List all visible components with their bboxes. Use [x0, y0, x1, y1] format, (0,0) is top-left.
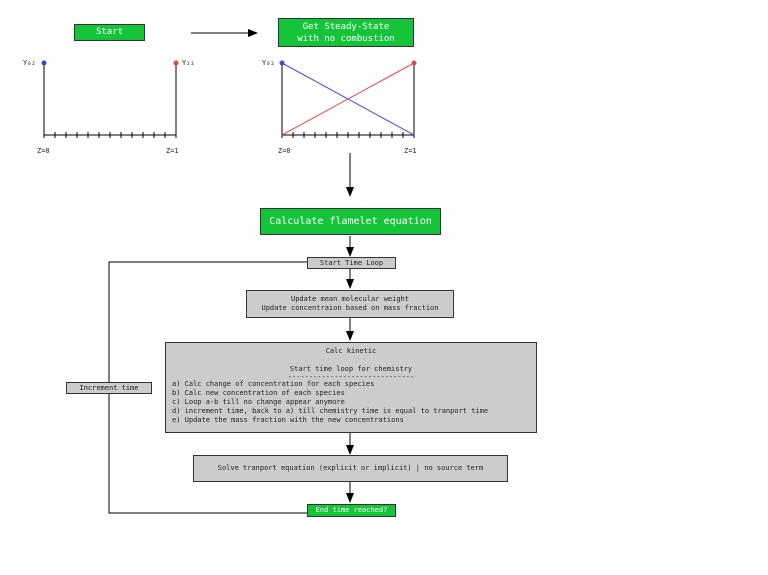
increment-time-box: Increment time — [66, 382, 152, 394]
left-plot-oxidizer-point — [41, 60, 47, 66]
calc-kinetic-item: e) Update the mass fraction with the new… — [172, 416, 404, 424]
start-box: Start — [74, 24, 145, 41]
update-weight-box: Update mean molecular weight Update conc… — [246, 290, 454, 318]
left-plot-z0-label: Z=0 — [37, 147, 50, 155]
left-plot — [41, 60, 179, 138]
left-plot-fuel-point — [173, 60, 179, 66]
right-plot-ticks — [281, 132, 415, 138]
end-time-label: End time reached? — [315, 506, 388, 514]
right-plot-oxidizer-point — [279, 60, 285, 66]
steady-state-line2: with no combustion — [297, 34, 395, 44]
right-plot — [279, 60, 417, 138]
left-plot-y-left-label: Y₀₂ — [23, 59, 36, 67]
left-plot-ticks — [43, 132, 177, 138]
calc-kinetic-divider: ------------------------------ — [287, 373, 415, 381]
calc-kinetic-item: b) Calc new concentration of each specie… — [172, 389, 345, 397]
calc-flamelet-box: Calculate flamelet equation — [260, 208, 441, 235]
calc-flamelet-label: Calculate flamelet equation — [269, 216, 432, 227]
calc-kinetic-item: d) increment time, back to a) till chemi… — [172, 407, 489, 415]
end-time-box: End time reached? — [307, 504, 396, 517]
calc-kinetic-item: c) Loop a-b till no change appear anymor… — [172, 398, 345, 406]
increment-time-label: Increment time — [79, 384, 139, 392]
solve-transport-box: Solve tranport equation (explicit or imp… — [193, 455, 508, 482]
update-weight-line2: Update concentraion based on mass fracti… — [261, 304, 439, 312]
left-plot-y-right-label: Y₂₂ — [182, 59, 195, 67]
right-plot-z0-label: Z=0 — [278, 147, 291, 155]
start-time-loop-box: Start Time Loop — [307, 257, 396, 269]
calc-kinetic-title: Calc kinetic — [325, 347, 377, 355]
steady-state-line1: Get Steady-State — [302, 22, 390, 32]
steady-state-box: Get Steady-State with no combustion — [278, 18, 414, 47]
right-plot-z1-label: Z=1 — [404, 147, 417, 155]
update-weight-line1: Update mean molecular weight — [290, 295, 409, 303]
calc-kinetic-subtitle: Start time loop for chemistry — [289, 365, 413, 373]
calc-kinetic-box: Calc kinetic Start time loop for chemist… — [165, 342, 537, 433]
left-plot-z1-label: Z=1 — [166, 147, 179, 155]
solve-transport-label: Solve tranport equation (explicit or imp… — [217, 464, 484, 472]
right-plot-y-left-label: Y₀₂ — [262, 59, 275, 67]
start-time-loop-label: Start Time Loop — [319, 259, 384, 267]
right-plot-fuel-point — [411, 60, 417, 66]
fuel-profile-line — [281, 62, 415, 136]
start-label: Start — [95, 27, 124, 37]
calc-kinetic-item: a) Calc change of concentration for each… — [172, 380, 375, 388]
